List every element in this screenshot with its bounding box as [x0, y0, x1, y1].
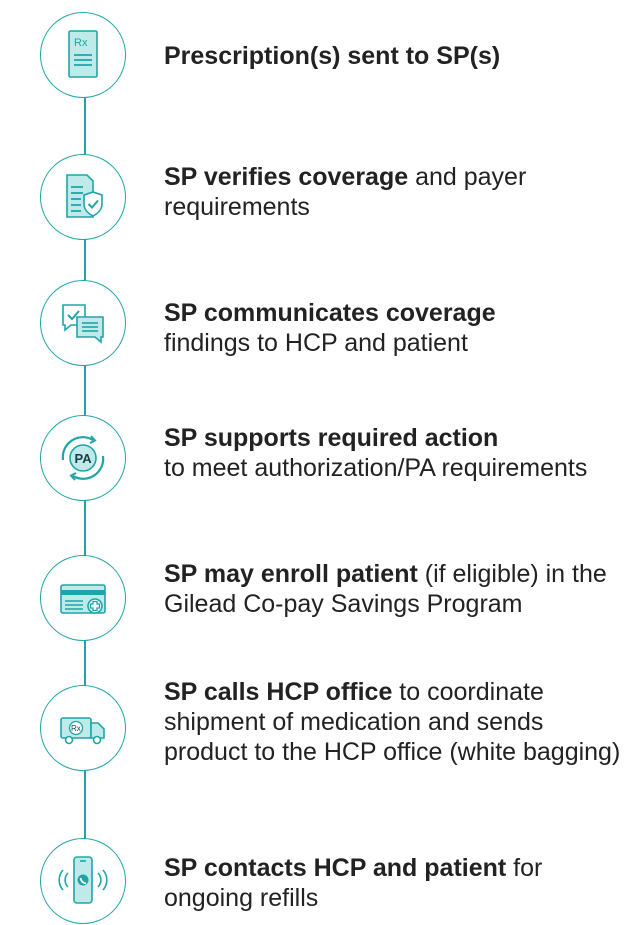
step-text: SP contacts HCP and patient for ongoing …	[164, 853, 629, 913]
pa-cycle-icon: PA	[40, 415, 126, 501]
step-text: SP calls HCP office to coordinate shipme…	[164, 677, 629, 767]
step-normal-text: (if eligible) in the Gilead Co-pay Savin…	[164, 560, 607, 618]
connector-line	[84, 768, 86, 843]
step-text: SP supports required action to meet auth…	[164, 423, 629, 483]
step-normal-text: findings to HCP and patient	[164, 329, 468, 357]
connector-line	[84, 498, 86, 558]
step-bold-text: SP verifies coverage	[164, 163, 409, 191]
step-text: Prescription(s) sent to SP(s)	[164, 41, 629, 71]
connector-line	[84, 363, 86, 418]
step-bold-text: SP may enroll patient	[164, 560, 418, 588]
document-shield-check-icon	[40, 154, 126, 240]
step-text: SP communicates coverage findings to HCP…	[164, 298, 629, 358]
chat-bubbles-check-icon	[40, 280, 126, 366]
svg-text:PA: PA	[75, 451, 93, 466]
step-bold-text: Prescription(s) sent to SP(s)	[164, 42, 501, 70]
savings-card-icon	[40, 555, 126, 641]
step-normal-text: to meet authorization/PA requirements	[164, 454, 588, 482]
ringing-phone-icon	[40, 838, 126, 924]
step-bold-text: SP communicates coverage	[164, 299, 496, 327]
step-normal-text: to coordinate shipment of medication and…	[164, 678, 621, 766]
step-text: SP may enroll patient (if eligible) in t…	[164, 559, 629, 619]
svg-text:Rx: Rx	[74, 37, 88, 49]
connector-line	[84, 238, 86, 283]
step-normal-text: for ongoing refills	[164, 854, 543, 912]
rx-document-icon: Rx	[40, 12, 126, 98]
rx-delivery-truck-icon: Rx	[40, 685, 126, 771]
step-bold-text: SP calls HCP office	[164, 678, 393, 706]
step-bold-text: SP contacts HCP and patient	[164, 854, 507, 882]
svg-text:Rx: Rx	[71, 724, 81, 733]
step-text: SP verifies coverage and payer requireme…	[164, 162, 629, 222]
step-normal-text: and payer requirements	[164, 163, 527, 221]
step-bold-text: SP supports required action	[164, 424, 499, 452]
connector-line	[84, 638, 86, 688]
connector-line	[84, 98, 86, 158]
